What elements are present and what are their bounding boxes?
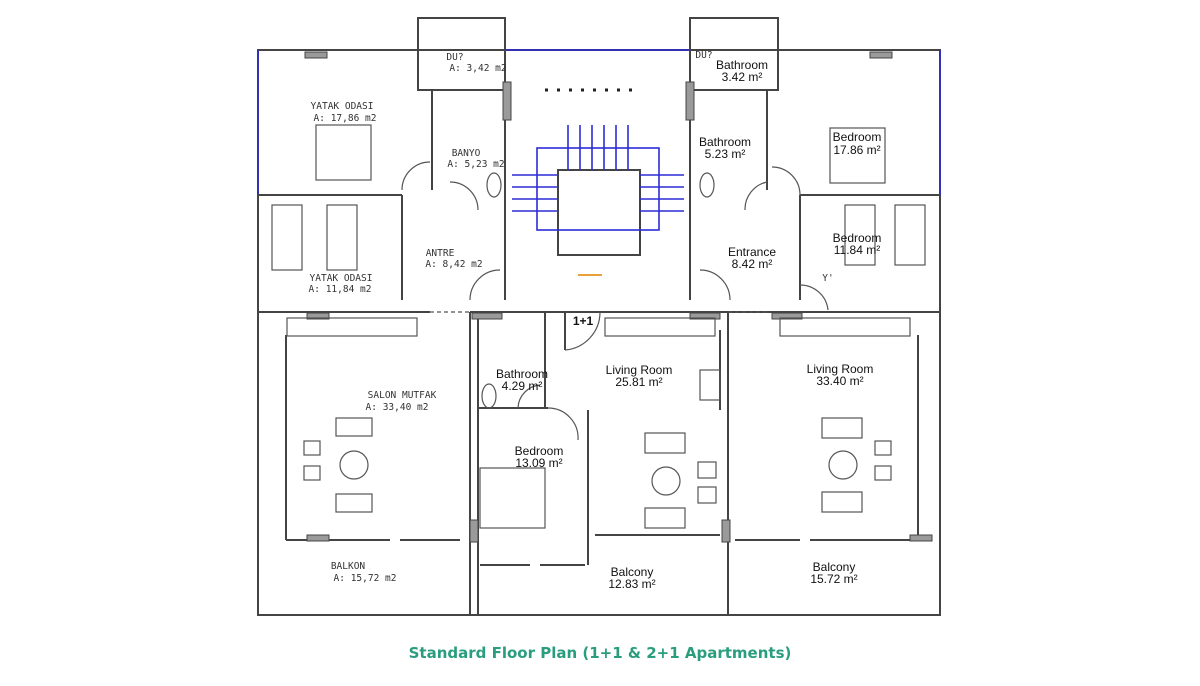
room-name: Bathroom [496,367,548,381]
room-name: BANYO [452,148,481,159]
room-name: Bedroom [833,231,882,245]
room-name: YATAK ODASI [311,101,374,112]
room-name: YATAK ODASI [310,273,373,284]
room-area: A: 11,84 m2 [309,284,372,295]
room-name: SALON MUTFAK [368,390,437,401]
room-area: 15.72 m² [810,572,857,586]
room-name: Bedroom [515,444,564,458]
room-area: 33.40 m² [816,374,863,388]
room-name: Balcony [611,565,654,579]
room-area: 25.81 m² [615,375,662,389]
room-name: Living Room [606,363,673,377]
room-area: 12.83 m² [608,577,655,591]
room-area: A: 15,72 m2 [334,573,397,584]
columns [304,51,933,543]
doors [401,161,829,441]
room-area: A: 3,42 m2 [449,63,506,74]
room-name: Balcony [813,560,856,574]
room-name: Bedroom [833,130,882,144]
room-name: Entrance [728,245,776,259]
room-name: Bathroom [699,135,751,149]
room-tag: DU? [695,50,712,61]
room-area: 13.09 m² [515,456,562,470]
room-area: 3.42 m² [722,70,763,84]
unit-type-label: 1+1 [573,314,594,328]
room-name: DU? [446,52,463,63]
room-area: A: 17,86 m2 [314,113,377,124]
plan-caption: Standard Floor Plan (1+1 & 2+1 Apartment… [408,644,792,662]
room-area: A: 5,23 m2 [447,159,504,170]
room-name: Bathroom [716,58,768,72]
room-name: ANTRE [426,248,455,259]
room-area: 11.84 m² [834,243,880,257]
door-tag: Y' [822,273,833,284]
stairs [512,88,684,276]
room-area: 17.86 m² [833,143,880,157]
walls [257,17,941,616]
room-area: 8.42 m² [732,257,773,271]
furniture [271,124,926,529]
room-area: A: 33,40 m2 [366,402,429,413]
room-area: 4.29 m² [502,379,543,393]
room-name: BALKON [331,561,366,572]
room-area: A: 8,42 m2 [425,259,482,270]
room-name: Living Room [807,362,874,376]
room-area: 5.23 m² [705,147,746,161]
